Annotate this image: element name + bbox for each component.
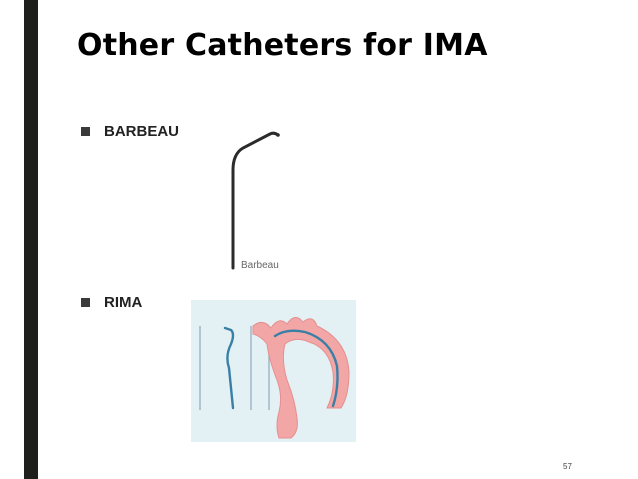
barbeau-catheter-image: Barbeau xyxy=(231,131,280,271)
bullet-label-rima: RIMA xyxy=(104,294,143,311)
bullet-label-barbeau: BARBEAU xyxy=(104,123,179,140)
square-bullet-icon xyxy=(81,298,90,307)
square-bullet-icon xyxy=(81,127,90,136)
barbeau-caption: Barbeau xyxy=(241,260,279,271)
bullet-rima: RIMA xyxy=(81,294,142,311)
rima-catheter-image xyxy=(191,300,356,442)
page-number: 57 xyxy=(563,462,572,471)
slide-title: Other Catheters for IMA xyxy=(77,28,488,63)
left-accent-bar xyxy=(24,0,38,479)
bullet-barbeau: BARBEAU xyxy=(81,123,179,140)
